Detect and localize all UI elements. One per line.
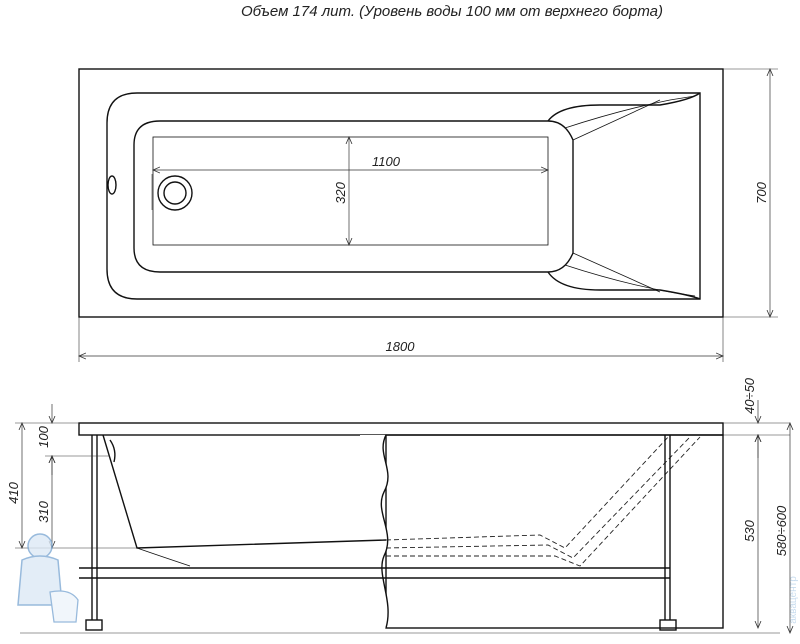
mascot-head-icon — [27, 533, 53, 559]
toilet-icon — [49, 590, 79, 623]
inner-length-label: 1100 — [372, 154, 401, 169]
water-gap-label: 100 — [36, 425, 51, 447]
overall-width-label: 700 — [754, 181, 769, 203]
leg-height-label: 580÷600 — [774, 505, 789, 556]
tub-bottom-curve — [136, 547, 191, 567]
backrest-bottom-curve — [547, 271, 701, 300]
foot-right — [659, 619, 677, 631]
watermark-text: аквацентр — [788, 576, 799, 624]
tub-bottom-outline — [133, 120, 574, 273]
drain-inner-icon — [163, 181, 187, 205]
tub-bowl-outline — [106, 92, 701, 300]
backrest-edge-2 — [564, 264, 696, 297]
overflow-side — [109, 439, 116, 463]
break-mask — [360, 435, 389, 628]
inner-width-label: 320 — [333, 181, 348, 203]
side-rim — [78, 422, 724, 436]
side-view: 100 310 410 40÷50 530 580÷600 — [6, 377, 790, 633]
overall-length-label: 1800 — [386, 339, 416, 354]
watermark-logo: аквацентр — [17, 533, 799, 624]
tub-flat-bottom — [152, 136, 549, 246]
drain-outer-icon — [157, 175, 193, 211]
top-view: 1100 320 700 1800 — [79, 69, 778, 362]
hidden-contour-1 — [385, 434, 671, 549]
tub-body-front — [102, 434, 387, 549]
front-panel — [385, 434, 724, 629]
drawing-title: Объем 174 лит. (Уровень воды 100 мм от в… — [241, 3, 663, 20]
backrest-top-curve — [547, 92, 701, 122]
backrest-fold-2 — [572, 252, 661, 293]
break-line — [380, 434, 389, 629]
overall-height-label: 410 — [6, 481, 21, 503]
bottom-height-label: 310 — [36, 500, 51, 522]
rim-adjust-label: 40÷50 — [742, 377, 757, 414]
hidden-contour-2 — [385, 436, 691, 559]
hidden-contour-3 — [386, 436, 701, 567]
foot-left — [85, 619, 103, 631]
overflow-hole-icon — [107, 175, 117, 195]
backrest-fold-1 — [572, 99, 661, 141]
panel-height-label: 530 — [742, 519, 757, 541]
backrest-edge-1 — [564, 95, 696, 129]
tub-outer-rim — [78, 68, 724, 318]
